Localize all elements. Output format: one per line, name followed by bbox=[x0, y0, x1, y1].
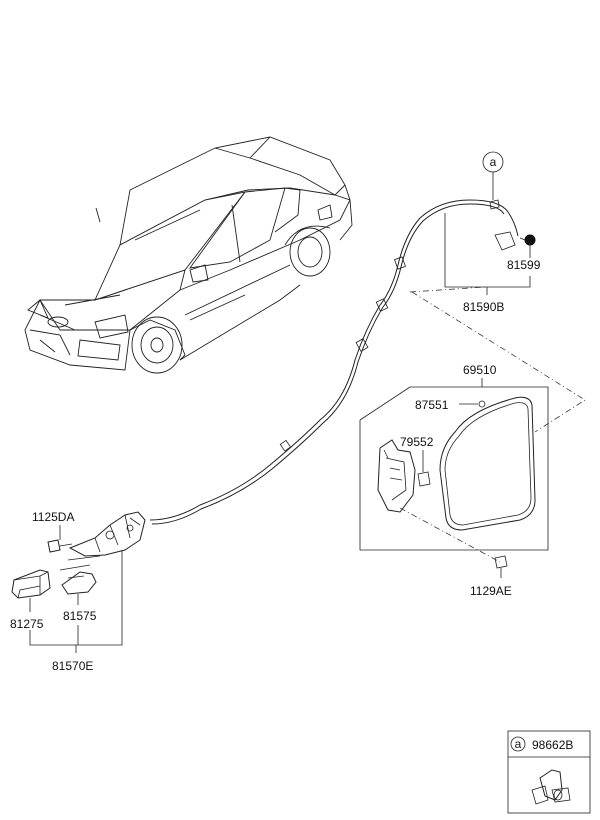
label-81575: 81575 bbox=[63, 609, 97, 623]
handle-part bbox=[11, 569, 51, 599]
label-1129AE: 1129AE bbox=[470, 584, 512, 598]
door-screw-part bbox=[494, 555, 508, 578]
screw-reference-line bbox=[399, 507, 501, 563]
legend-part-number: 98662B bbox=[532, 738, 573, 752]
label-87551: 87551 bbox=[415, 398, 449, 412]
label-81599: 81599 bbox=[507, 258, 541, 272]
label-79552: 79552 bbox=[400, 435, 434, 449]
bracket-81590B bbox=[444, 213, 531, 295]
hinge-housing bbox=[377, 439, 416, 513]
fuel-door-box-edge bbox=[359, 386, 411, 421]
label-1125DA: 1125DA bbox=[32, 510, 74, 524]
hinge-clip-part bbox=[417, 471, 431, 487]
cable-clip-part bbox=[519, 234, 536, 246]
label-69510: 69510 bbox=[463, 363, 497, 377]
opener-lever-mechanism bbox=[59, 511, 146, 571]
callout-a-letter: a bbox=[490, 155, 497, 169]
legend-letter: a bbox=[515, 737, 522, 751]
release-cable bbox=[149, 199, 519, 525]
door-clip-part bbox=[478, 400, 486, 408]
actuator-bolt-part bbox=[47, 539, 73, 553]
legend-box: a 98662B bbox=[507, 730, 591, 814]
label-81570E: 81570E bbox=[52, 659, 93, 673]
reference-line-cable-2 bbox=[409, 286, 486, 293]
bracket-81570E bbox=[29, 550, 123, 653]
callout-a-marker: a bbox=[482, 151, 504, 200]
fuel-door-panel bbox=[439, 396, 536, 531]
label-81590B: 81590B bbox=[463, 300, 504, 314]
car-illustration bbox=[24, 136, 353, 374]
legend-clip-part bbox=[531, 769, 571, 805]
label-81275: 81275 bbox=[10, 617, 44, 631]
handle-cover-part bbox=[61, 571, 97, 595]
reference-line-cable bbox=[411, 291, 586, 433]
fuel-door-box bbox=[359, 386, 549, 551]
